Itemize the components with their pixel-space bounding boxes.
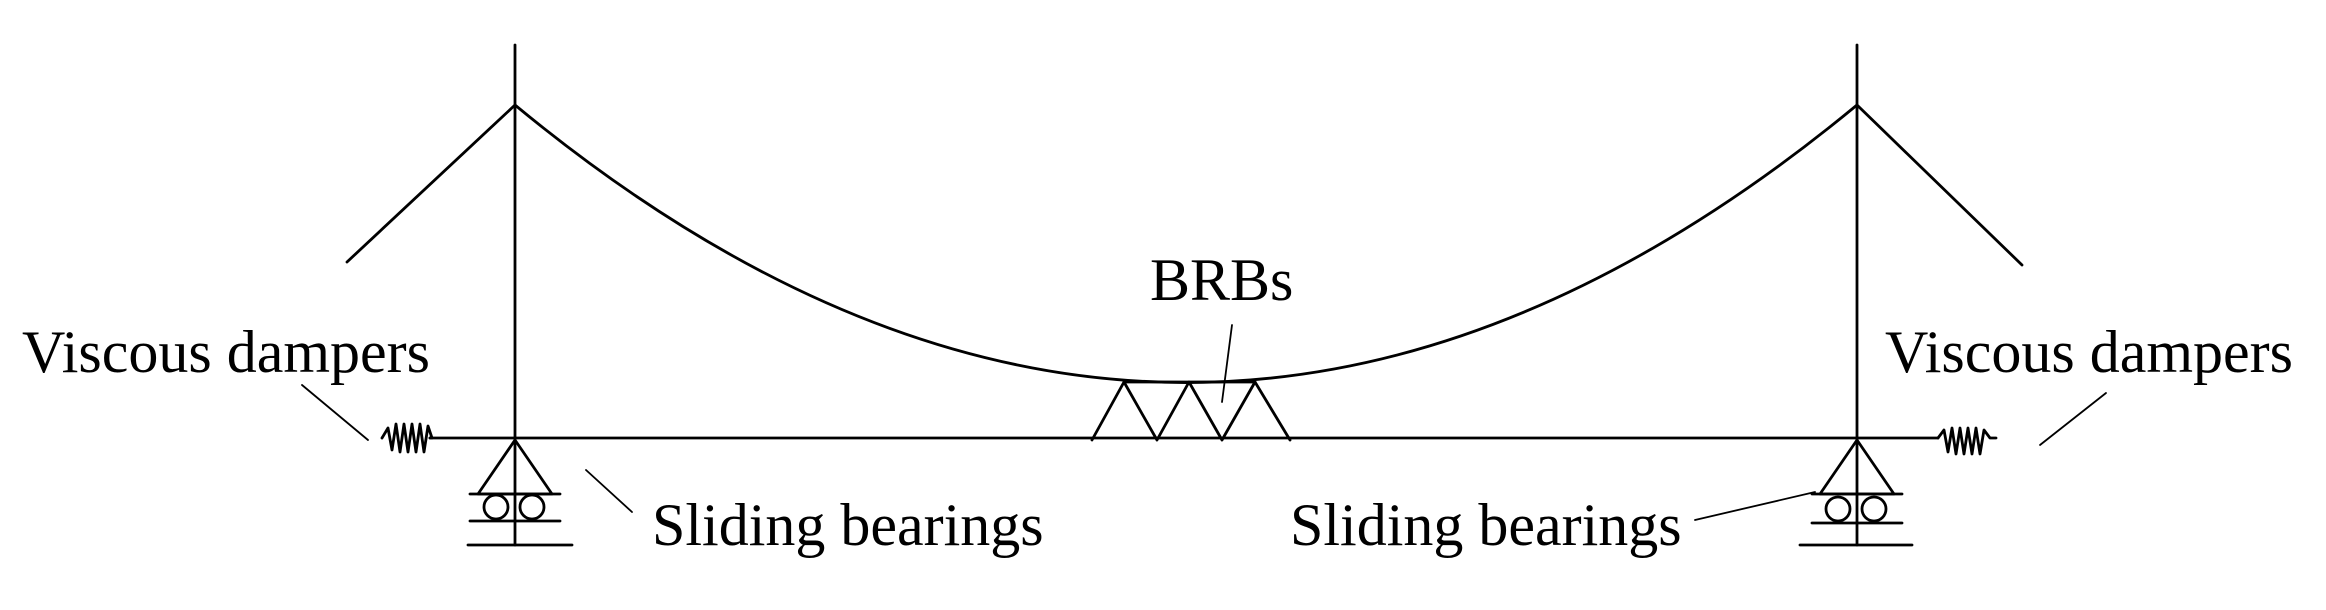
- left-bearing-roller-1: [482, 493, 510, 521]
- left-viscous-damper-spring: [380, 422, 434, 454]
- brbs-leader-line: [1221, 324, 1233, 403]
- left-damper-leader-line: [301, 384, 369, 441]
- left-bearing-leader-line: [585, 469, 633, 513]
- right-bearing-roller-1: [1824, 495, 1852, 523]
- right-sliding-bearing: [1798, 438, 1914, 547]
- left-sliding-bearing: [466, 438, 574, 547]
- brbs-label: BRBs: [1150, 247, 1293, 313]
- right-viscous-damper-spring: [1936, 426, 1998, 456]
- left-bearing-roller-2: [518, 493, 546, 521]
- right-bearing-leader-line: [1694, 491, 1816, 521]
- main-cable: [513, 103, 1859, 384]
- left-viscous-dampers-label: Viscous dampers: [22, 319, 430, 385]
- left-backstay-cable: [345, 103, 517, 264]
- brb-truss: [1090, 380, 1292, 442]
- right-bearing-roller-2: [1860, 495, 1888, 523]
- right-damper-leader-line: [2039, 392, 2107, 446]
- left-sliding-bearings-label: Sliding bearings: [652, 492, 1044, 558]
- right-backstay-cable: [1855, 103, 2024, 267]
- right-viscous-dampers-label: Viscous dampers: [1885, 319, 2293, 385]
- right-sliding-bearings-label: Sliding bearings: [1290, 492, 1682, 558]
